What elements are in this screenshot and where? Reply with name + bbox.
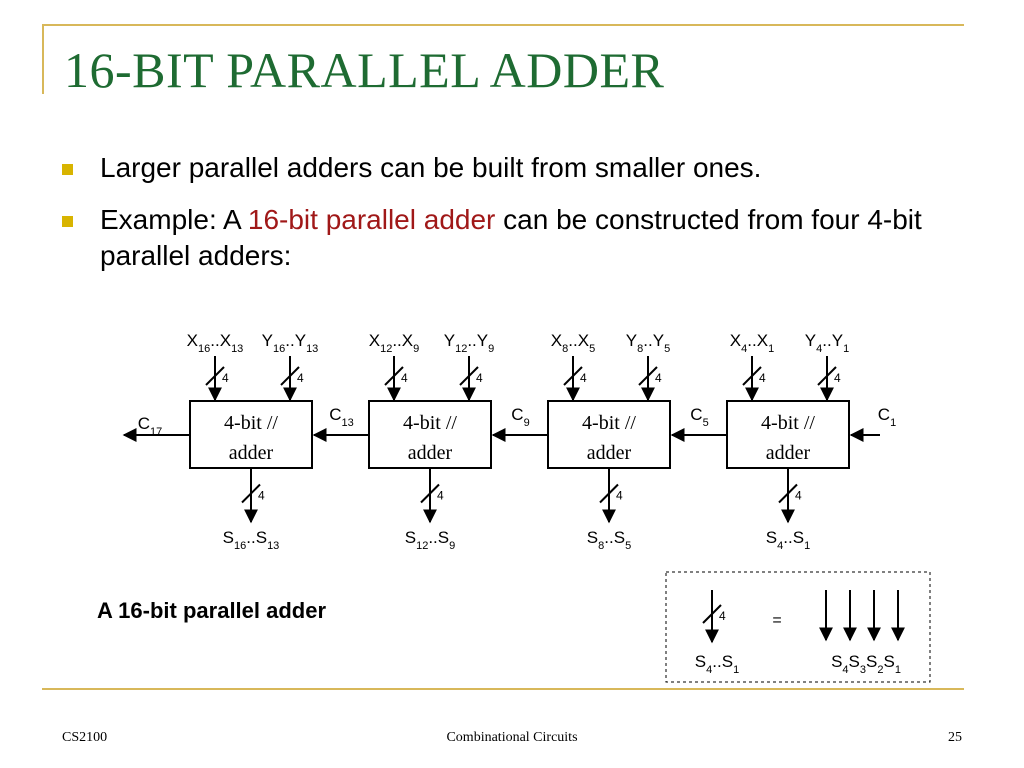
- sum-output-label-3: S8..S5: [587, 528, 631, 552]
- y-input-label-1: Y16..Y13: [262, 331, 319, 355]
- adder-label-line1: 4-bit //: [582, 412, 636, 434]
- bus-slash-mark: [384, 366, 404, 386]
- bus-width-label: 4: [222, 371, 229, 385]
- frame-vertical-line: [42, 24, 44, 94]
- bus-slash-mark: [459, 366, 479, 386]
- adder-label-line2: adder: [229, 442, 274, 464]
- bus-slash-mark: [205, 366, 225, 386]
- carry-label-4: C5: [690, 405, 708, 429]
- bus-width-label: 4: [297, 371, 304, 385]
- adder-label-line2: adder: [587, 442, 632, 464]
- slide-title: 16-BIT PARALLEL ADDER: [64, 42, 665, 98]
- bullet-highlight: 16-bit parallel adder: [247, 204, 496, 235]
- bullet-text-1: Larger parallel adders can be built from…: [100, 152, 762, 183]
- legend-bus-label: S4..S1: [695, 652, 739, 676]
- footer-page-number: 25: [948, 730, 962, 745]
- x-input-label-2: X12..X9: [369, 331, 420, 355]
- bus-slash-mark: [280, 366, 300, 386]
- carry-label-1: C17: [138, 414, 163, 438]
- adder-label-line1: 4-bit //: [403, 412, 457, 434]
- bus-slash-mark: [742, 366, 762, 386]
- bus-width-label: 4: [476, 371, 483, 385]
- legend-equals-sign: =: [772, 612, 781, 629]
- diagram-caption: A 16-bit parallel adder: [97, 598, 327, 623]
- y-input-label-4: Y4..Y1: [805, 331, 849, 355]
- bus-slash-mark: [241, 483, 261, 504]
- bullet-item-1: Larger parallel adders can be built from…: [62, 150, 982, 186]
- bus-slash-mark: [817, 366, 837, 386]
- legend-bits-label: S4S3S2S1: [831, 652, 901, 676]
- bus-slash-mark: [702, 604, 722, 624]
- footer-divider: [42, 688, 964, 690]
- bullet-text-2-post: can be constructed from four 4-bit paral…: [100, 204, 922, 271]
- bus-slash-mark: [563, 366, 583, 386]
- x-input-label-3: X8..X5: [551, 331, 595, 355]
- bus-width-label: 4: [437, 489, 444, 503]
- adder-label-line1: 4-bit //: [224, 412, 278, 434]
- adder-blocks: X16..X13 Y16..Y13 4 4 4-bit // adder 4S16..S13…: [122, 331, 896, 552]
- square-bullet-icon: [62, 216, 73, 227]
- bus-width-label: 4: [580, 371, 587, 385]
- footer-course: CS2100: [62, 730, 108, 745]
- bus-legend: 4S4..S1 = S4S3S2S1: [665, 571, 931, 683]
- bus-slash-mark: [638, 366, 658, 386]
- bus-width-label: 4: [759, 371, 766, 385]
- bus-width-label: 4: [401, 371, 408, 385]
- carry-in-label: C1: [878, 405, 896, 429]
- bus-slash-mark: [599, 483, 619, 504]
- bus-width-label: 4: [616, 489, 623, 503]
- bullet-list: Larger parallel adders can be built from…: [62, 150, 982, 290]
- y-input-label-2: Y12..Y9: [444, 331, 495, 355]
- sum-output-label-4: S4..S1: [766, 528, 810, 552]
- frame-top-line: [42, 24, 964, 26]
- bus-slash-mark: [778, 483, 798, 504]
- adder-block-4: [726, 400, 850, 469]
- bus-width-label: 4: [795, 489, 802, 503]
- adder-block-1: [189, 400, 313, 469]
- footer-topic: Combinational Circuits: [446, 730, 578, 745]
- carry-label-3: C9: [511, 405, 529, 429]
- x-input-label-4: X4..X1: [730, 331, 774, 355]
- bus-width-label: 4: [834, 371, 841, 385]
- sum-output-label-1: S16..S13: [223, 528, 280, 552]
- square-bullet-icon: [62, 164, 73, 175]
- carry-label-2: C13: [329, 405, 354, 429]
- legend-dashed-box: [665, 571, 931, 683]
- bullet-item-2: Example: A 16-bit parallel adder can be …: [62, 202, 982, 274]
- bus-width-label: 4: [258, 489, 265, 503]
- bus-slash-mark: [420, 483, 440, 504]
- bus-width-label: 4: [655, 371, 662, 385]
- y-input-label-3: Y8..Y5: [626, 331, 670, 355]
- bus-width-label: 4: [719, 609, 726, 623]
- sum-output-label-2: S12..S9: [405, 528, 456, 552]
- adder-label-line1: 4-bit //: [761, 412, 815, 434]
- x-input-label-1: X16..X13: [187, 331, 244, 355]
- adder-block-3: [547, 400, 671, 469]
- adder-label-line2: adder: [408, 442, 453, 464]
- bullet-text-2-pre: Example: A: [100, 204, 248, 235]
- adder-label-line2: adder: [766, 442, 811, 464]
